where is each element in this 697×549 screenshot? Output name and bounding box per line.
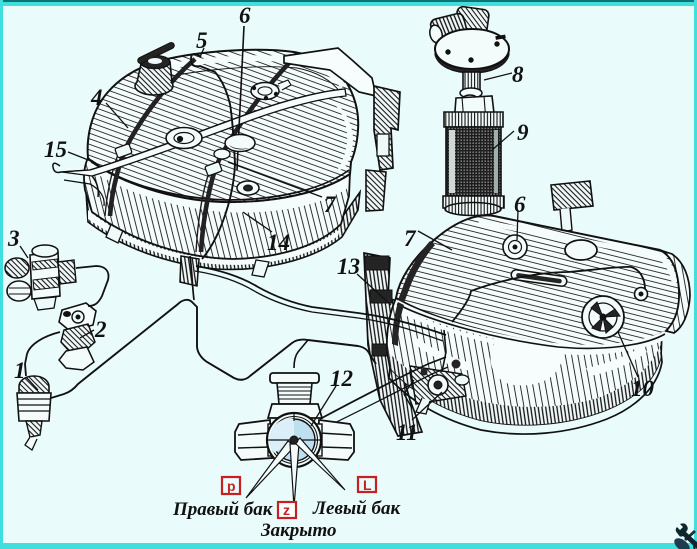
svg-text:2: 2: [94, 317, 107, 342]
svg-text:1: 1: [14, 358, 26, 383]
svg-text:8: 8: [512, 62, 524, 87]
svg-text:z: z: [283, 502, 290, 518]
svg-text:7: 7: [404, 226, 417, 251]
svg-text:7: 7: [324, 192, 337, 217]
svg-text:14: 14: [267, 230, 290, 255]
svg-text:12: 12: [330, 366, 353, 391]
svg-text:10: 10: [631, 376, 655, 401]
svg-text:6: 6: [239, 3, 251, 28]
svg-text:Закрыто: Закрыто: [260, 520, 337, 541]
svg-text:L: L: [363, 477, 372, 493]
svg-text:5: 5: [196, 28, 208, 53]
svg-text:3: 3: [7, 226, 20, 251]
svg-text:Правый бак: Правый бак: [172, 499, 274, 520]
svg-text:9: 9: [517, 120, 529, 145]
svg-text:4: 4: [90, 85, 103, 110]
svg-text:13: 13: [337, 254, 360, 279]
svg-text:6: 6: [514, 192, 526, 217]
svg-text:15: 15: [44, 137, 67, 162]
svg-text:p: p: [227, 478, 236, 494]
svg-text:11: 11: [396, 420, 418, 445]
svg-text:Левый бак: Левый бак: [312, 498, 401, 519]
